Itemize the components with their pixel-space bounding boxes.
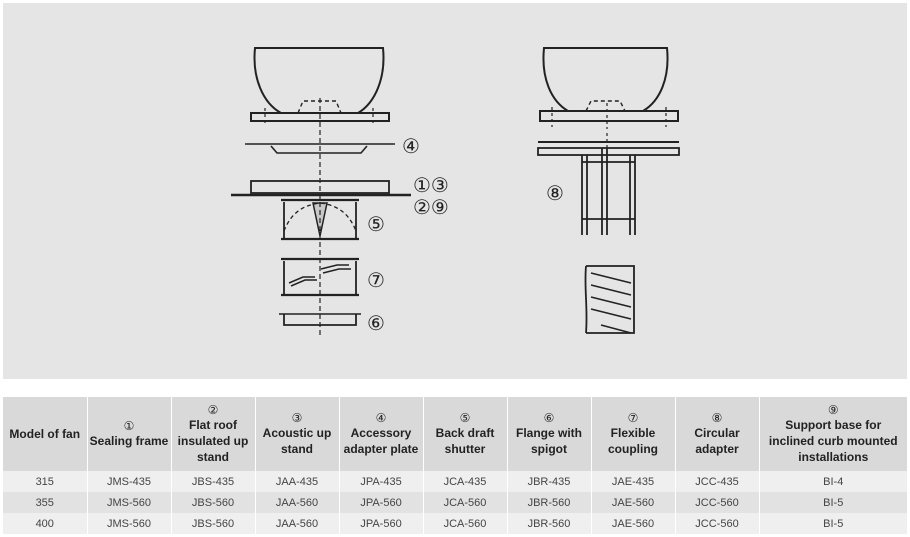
column-label: Accessory adapter plate (343, 426, 419, 456)
right-assembly (537, 47, 680, 334)
fan-housing-right (542, 47, 669, 112)
column-number: ⑤ (459, 411, 471, 425)
table-cell: 355 (3, 492, 88, 513)
shutter-swing (283, 202, 357, 232)
column-number: ① (123, 419, 135, 433)
fan-housing (253, 47, 385, 114)
callout-5: ⑤ (367, 212, 385, 236)
column-number: ② (207, 403, 219, 417)
table-cell: JBR-435 (507, 471, 592, 492)
column-number: ⑥ (543, 411, 555, 425)
callout-2-9: ②⑨ (413, 195, 449, 219)
table-cell: JAE-560 (591, 492, 676, 513)
table-cell: JAA-560 (255, 492, 340, 513)
circular-adapter-plate (537, 147, 680, 156)
column-number: ⑨ (827, 403, 839, 417)
table-cell: JCA-435 (423, 471, 508, 492)
table-cell: JAE-435 (591, 471, 676, 492)
column-number: ⑧ (711, 411, 723, 425)
table-cell: JMS-560 (87, 513, 172, 534)
column-label: Flexible coupling (608, 426, 658, 456)
callout-7: ⑦ (367, 268, 385, 292)
sealing-frame-right (539, 110, 679, 122)
table-cell: JPA-560 (339, 492, 424, 513)
column-number: ④ (375, 411, 387, 425)
diagram-panel: ④ ①③ ②⑨ ⑤ ⑦ ⑥ ⑧ (3, 3, 907, 379)
table-cell: JCC-560 (675, 513, 760, 534)
column-number: ⑦ (627, 411, 639, 425)
column-header: Model of fan (3, 397, 88, 471)
callout-4: ④ (402, 134, 420, 158)
table-cell: JCA-560 (423, 492, 508, 513)
table-cell: BI-5 (759, 492, 907, 513)
column-label: Support base for inclined curb mounted i… (768, 418, 898, 464)
table-cell: JPA-435 (339, 471, 424, 492)
column-label: Sealing frame (89, 434, 169, 448)
table-cell: JCC-435 (675, 471, 760, 492)
callout-1-3: ①③ (413, 173, 449, 197)
exploded-assembly-drawing (231, 47, 680, 338)
table-cell: JBS-560 (171, 513, 256, 534)
coupling-hatch-2 (320, 264, 351, 274)
table-cell: BI-5 (759, 513, 907, 534)
column-label: Model of fan (9, 427, 81, 441)
sealing-frame-plate (250, 112, 390, 122)
table-cell: JCC-560 (675, 492, 760, 513)
table-cell: JMS-560 (87, 492, 172, 513)
callout-6: ⑥ (367, 311, 385, 335)
table-cell: JCA-560 (423, 513, 508, 534)
column-label: Acoustic up stand (262, 426, 332, 456)
adapter-plate (270, 145, 368, 154)
left-assembly (231, 47, 411, 338)
column-label: Flange with spigot (516, 426, 582, 456)
table-cell: JBS-435 (171, 471, 256, 492)
table-cell: JAE-560 (591, 513, 676, 534)
table-cell: JAA-560 (255, 513, 340, 534)
table-cell: JBR-560 (507, 513, 592, 534)
table-cell: JBS-560 (171, 492, 256, 513)
table-cell: JBR-560 (507, 492, 592, 513)
coupling-hatch-1 (288, 276, 317, 287)
column-label: Flat roof insulated up stand (177, 418, 249, 464)
circular-adapter-legs (581, 148, 636, 235)
spiral-duct (586, 265, 635, 334)
column-number: ③ (291, 411, 303, 425)
table-cell: BI-4 (759, 471, 907, 492)
table-cell: JAA-435 (255, 471, 340, 492)
table-cell: JMS-435 (87, 471, 172, 492)
column-label: Back draft shutter (435, 426, 495, 456)
table-cell: 400 (3, 513, 88, 534)
table-cell: JPA-560 (339, 513, 424, 534)
callout-8: ⑧ (546, 181, 564, 205)
table-cell: 315 (3, 471, 88, 492)
column-label: Circular adapter (694, 426, 740, 456)
